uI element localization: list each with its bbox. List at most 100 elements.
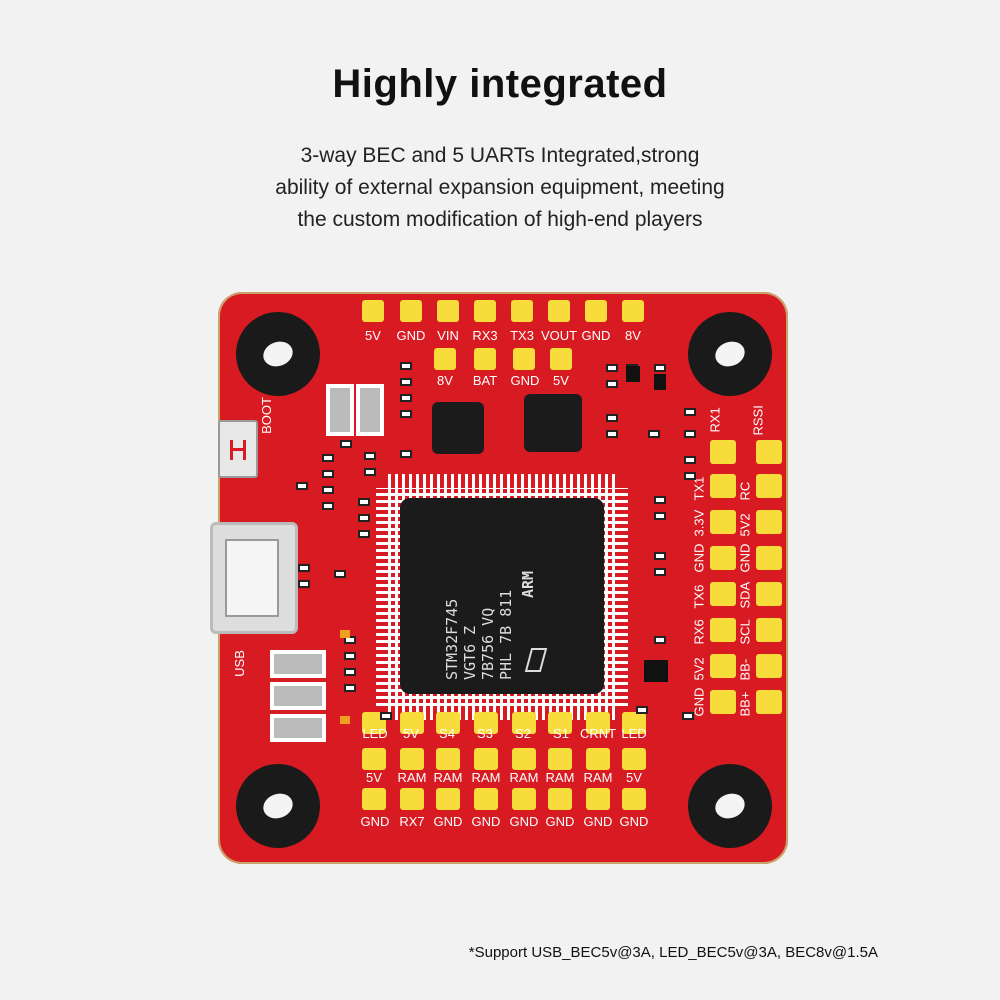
solder-pad <box>548 712 572 734</box>
solder-pad <box>400 788 424 810</box>
mcu-chip: STM32F745 VGT6 Z 7B756 VQ PHL 7B 811 ARM <box>400 498 604 694</box>
solder-pad <box>434 348 456 370</box>
pad-label: GND <box>619 814 649 829</box>
gyro-chip <box>432 402 484 454</box>
solder-pad <box>512 712 536 734</box>
smd-component <box>344 684 356 692</box>
pad-label: 3.3V <box>691 509 707 537</box>
pad-label: LED <box>362 726 388 741</box>
st-logo-icon <box>524 648 548 672</box>
pad-label: SCL <box>737 619 753 645</box>
solder-pad <box>512 788 536 810</box>
subtitle-line-3: the custom modification of high-end play… <box>297 208 703 231</box>
pad-label: GND <box>471 814 501 829</box>
pad-label: GND <box>360 814 390 829</box>
pad-label: RX7 <box>399 814 425 829</box>
smd-component <box>400 362 412 370</box>
mcu-brand: ARM <box>519 570 537 598</box>
smd-component <box>654 552 666 560</box>
pad-label: 8V <box>437 373 453 388</box>
boot-button[interactable] <box>218 420 258 478</box>
smd-component <box>400 410 412 418</box>
smd-component <box>322 486 334 494</box>
solder-pad <box>622 788 646 810</box>
pad-label: RAM <box>397 770 427 785</box>
pad-label: RAM <box>545 770 575 785</box>
solder-pad <box>436 712 460 734</box>
solder-pad <box>513 348 535 370</box>
page-subtitle: 3-way BEC and 5 UARTs Integrated,strong … <box>150 140 850 236</box>
smd-component <box>400 378 412 386</box>
solder-pad <box>622 748 646 770</box>
solder-pad <box>400 300 422 322</box>
solder-pad <box>362 748 386 770</box>
pad-label: BB- <box>737 658 753 681</box>
solder-pad <box>756 546 782 570</box>
solder-pad <box>436 748 460 770</box>
smd-component <box>344 652 356 660</box>
usb-port[interactable] <box>210 522 298 634</box>
pad-label: VIN <box>437 328 459 343</box>
solder-pad <box>512 748 536 770</box>
solder-pad <box>548 748 572 770</box>
solder-pad <box>437 300 459 322</box>
pad-label: RAM <box>433 770 463 785</box>
pad-label: RX6 <box>691 619 707 645</box>
smd-component <box>654 512 666 520</box>
pad-label: BB+ <box>737 691 753 717</box>
smd-component <box>358 514 370 522</box>
pad-label: BAT <box>472 373 498 388</box>
pad-label: GND <box>510 373 540 388</box>
solder-pad <box>710 474 736 498</box>
mcu-marking-4: PHL 7B 811 <box>497 589 515 680</box>
solder-pad <box>474 300 496 322</box>
mounting-hole-top-right <box>688 312 772 396</box>
smd-component <box>358 530 370 538</box>
pad-label: VOUT <box>540 328 578 343</box>
mcu-marking-1: STM32F745 <box>443 598 461 680</box>
pad-label: 5V <box>365 328 381 343</box>
smd-component <box>380 712 392 720</box>
transistor <box>626 366 640 382</box>
solder-pad <box>474 788 498 810</box>
solder-pad <box>756 690 782 714</box>
pad-label: RX3 <box>472 328 498 343</box>
solder-pad <box>756 510 782 534</box>
smd-component <box>322 454 334 462</box>
inductor <box>270 650 326 678</box>
pad-label: S2 <box>515 726 531 741</box>
smd-component <box>364 468 376 476</box>
smd-component <box>606 430 618 438</box>
smd-component <box>358 498 370 506</box>
inductor <box>326 384 354 436</box>
pad-label: 5V2 <box>691 657 707 681</box>
pad-label: TX6 <box>691 584 707 609</box>
mounting-hole-bottom-left <box>236 764 320 848</box>
smd-component <box>684 408 696 416</box>
pad-label: 5V <box>366 770 382 785</box>
pad-label: GND <box>583 814 613 829</box>
smd-component <box>606 380 618 388</box>
smd-component <box>648 430 660 438</box>
mounting-hole-bottom-right <box>688 764 772 848</box>
solder-pad <box>756 654 782 678</box>
pad-label: RSSI <box>750 405 766 436</box>
smd-component <box>322 502 334 510</box>
smd-component <box>340 440 352 448</box>
mounting-hole-top-left <box>236 312 320 396</box>
smd-component <box>654 496 666 504</box>
pad-label: SDA <box>737 581 753 609</box>
solder-pad <box>756 582 782 606</box>
usb-port-opening <box>225 539 279 617</box>
smd-component <box>606 364 618 372</box>
solder-pad <box>548 788 572 810</box>
solder-pad <box>548 300 570 322</box>
page-title: Highly integrated <box>332 62 668 106</box>
smd-component <box>654 636 666 644</box>
smd-component <box>684 456 696 464</box>
mcu-marking-2: VGT6 Z <box>461 625 479 680</box>
pad-label: 5V2 <box>737 513 753 537</box>
smd-component <box>296 482 308 490</box>
smd-component <box>684 472 696 480</box>
smd-component <box>344 636 356 644</box>
